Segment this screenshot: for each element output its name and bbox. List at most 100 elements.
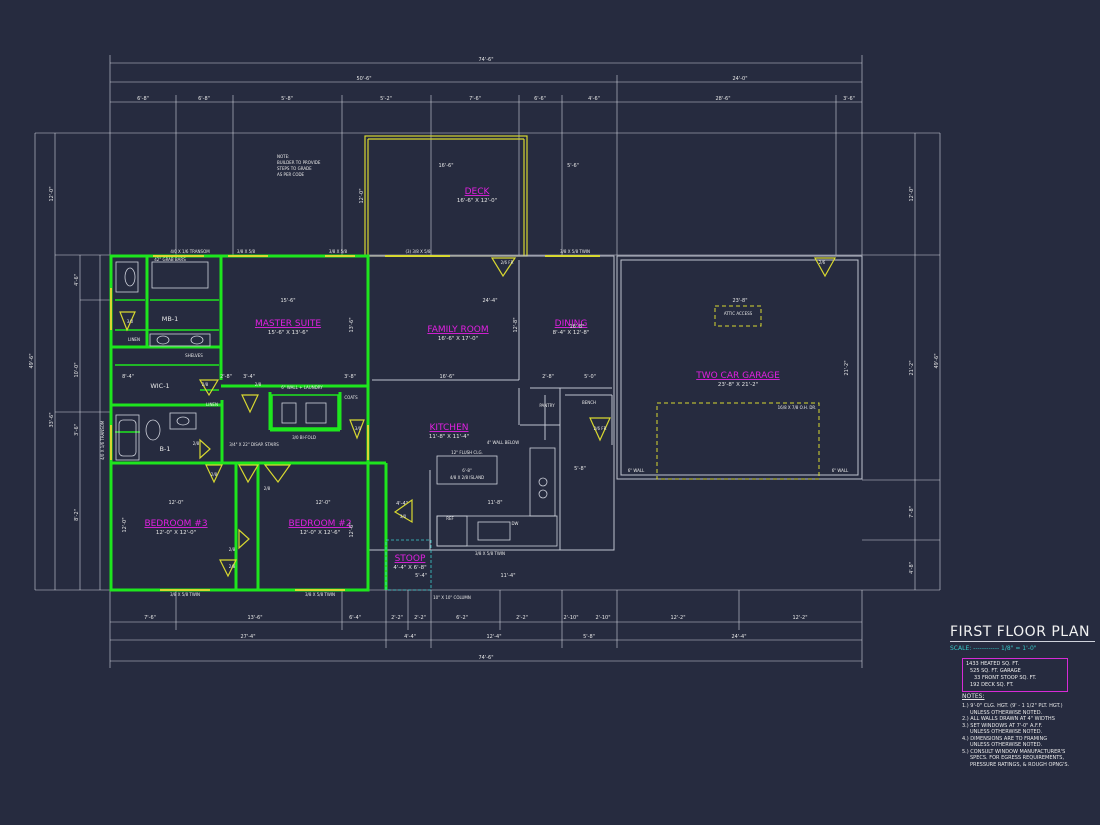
note-line-1: NOTE: [277,154,289,159]
dim-left-1: 12'-0" [49,186,55,201]
room-labels: DECK MASTER SUITE FAMILY ROOM DINING TWO… [144,187,780,564]
label-transom-top: 4/0 X 1/6 TRANSOM [170,249,210,254]
dim-bot1-3: 6'-4" [349,615,361,621]
room-name-kitchen: KITCHEN [430,423,469,433]
dim-top3-8: 28'-6" [715,96,730,102]
dim-bot2-2: 4'-4" [404,634,416,640]
dim-fam-width: 24'-4" [482,298,497,304]
dim-168: 16'-8" [569,324,584,330]
stoop-outline [385,539,432,591]
dim-bot1-9: 2'-10" [595,615,610,621]
door-label-12: 3/0 [400,514,407,519]
dim-bot1-6: 6'-2" [456,615,468,621]
dim-fam-v: 12'-8" [513,317,519,332]
room-size-bedroom2: 12'-0" X 12'-6" [300,530,340,536]
room-name-garage: TWO CAR GARAGE [695,371,780,381]
dim-left-6: 8'-2" [74,509,80,521]
door-label-1: 2/8 [202,382,209,387]
room-size-dining: 8'-4" X 12'-8" [553,330,590,336]
room-size-garage: 23'-8" X 21'-2" [718,382,758,388]
room-size-deck: 16'-6" X 12'-0" [457,198,497,204]
dim-top3-1: 6'-8" [137,96,149,102]
dim-28b: 2'-8" [220,374,232,380]
door-label-4: 2/8 [229,564,236,569]
note-item: UNLESS OTHERWISE NOTED. [970,742,1043,748]
dim-top3-6: 6'-6" [534,96,546,102]
door-label-11: 2/6 FR [594,426,607,431]
label-column: 10" X 10" COLUMN [433,595,471,600]
plan-title: FIRST FLOOR PLAN [950,624,1095,642]
dim-bot2-4: 5'-8" [583,634,595,640]
label-bench: BENCH [582,400,596,405]
label-wall-below: 4" WALL BELOW [487,440,519,445]
label-flush-ceiling: 12" FLUSH CLG. [451,450,483,455]
dimension-text: 74'-6" 74'-6" 50'-6" 24'-0" 6'-8" 6'-8" … [122,57,855,661]
dim-top2-2: 24'-0" [732,76,747,82]
door-label-3: 2/8 [211,472,218,477]
label-6in-wall-b: 6" WALL [832,468,849,473]
note-line-3: STEPS TO GRADE [277,166,312,171]
label-window-top-3: (3) 3/8 X 5/8 [405,249,431,254]
dim-50: 5'-0" [584,374,596,380]
room-size-bedroom3: 12'-0" X 12'-0" [156,530,196,536]
room-size-stoop: 4'-4" X 6'-8" [393,565,426,571]
label-ref: REF [446,516,454,521]
label-dw: DW [511,521,518,526]
bath-fixtures [115,261,327,461]
notes-title: NOTES: [962,693,985,700]
room-name-master: MASTER SUITE [255,319,321,329]
label-island-size: 6'-8" [462,468,472,473]
note-item: PRESSURE RATINGS, & ROUGH OPNG'S. [970,761,1070,768]
dim-right-2: 21'-2" [909,360,915,375]
label-pantry: PANTRY [539,403,555,408]
small-room-labels: MB-1 B-1 WIC-1 [150,315,178,453]
note-item: 1.) 9'-0" CLG. HGT. (9' - 1 1/2" PLT. HG… [962,703,1063,709]
note-line-4: AS PER CODE [277,172,305,177]
dim-top3-3: 5'-8" [281,96,293,102]
dim-deck-a: 16'-6" [438,163,453,169]
label-b1: B-1 [160,445,171,453]
dim-stoop-h: 11'-4" [500,573,515,579]
dim-bot1-10: 12'-2" [670,615,685,621]
dim-right-3: 7'-8" [909,506,915,518]
dim-top3-5: 7'-6" [469,96,481,102]
note-item: UNLESS OTHERWISE NOTED. [970,709,1043,716]
room-name-bedroom3: BEDROOM #3 [144,519,207,529]
dim-left-4: 33'-6" [49,412,55,427]
dim-gar-h: 21'-2" [844,360,850,375]
dim-top3-4: 5'-2" [380,96,392,102]
annotation-labels: LINEN LINEN SHELVES PANTRY BENCH COATS A… [128,249,849,600]
label-window-top-1: 3/8 X 5/8 [237,249,256,254]
dim-stoop-w: 5'-4" [415,573,427,579]
room-size-family: 16'-6" X 17'-0" [438,336,478,342]
room-sizes: 16'-6" X 12'-0" 15'-6" X 13'-6" 16'-6" X… [156,198,758,571]
dim-right-1: 12'-0" [909,186,915,201]
dim-bed2-w: 12'-0" [315,500,330,506]
label-window-stoop: 3/8 X 5/8 TWIN [475,551,505,556]
area-stoop: 33 FRONT STOOP SQ. FT. [974,675,1037,681]
dim-fam-h: 16'-6" [439,374,454,380]
dim-overall-left: 49'-6" [29,353,35,368]
dim-left-3: 10'-0" [74,362,80,377]
note-item: SPECS. FOR EGRESS REQUIREMENTS, [970,755,1065,761]
dim-bot2-3: 12'-4" [486,634,501,640]
room-name-dining: DINING [555,319,588,329]
doors [119,257,837,578]
label-island: 4/8 X 2/8 ISLAND [450,475,484,480]
dim-28: 2'-8" [542,374,554,380]
note-item: UNLESS OTHERWISE NOTED. [970,729,1043,735]
label-stairs: 3/4" X 22" DISAP. STAIRS [229,442,279,447]
dimension-lines [34,55,941,668]
dim-bed3-w: 12'-0" [168,500,183,506]
label-grab-bars: 42" GRAB BARS [154,257,186,262]
dim-58: 5'-8" [574,466,586,472]
note-item: 5.) CONSULT WINDOW MANUFACTURER'S [962,748,1066,755]
door-label-5: 2/8 [229,547,236,552]
dim-master-w: 15'-6" [280,298,295,304]
dim-deck-b: 5'-6" [567,163,579,169]
dim-top3-2: 6'-8" [198,96,210,102]
kitchen-fixtures [436,447,558,547]
dim-left-2: 4'-6" [74,274,80,286]
